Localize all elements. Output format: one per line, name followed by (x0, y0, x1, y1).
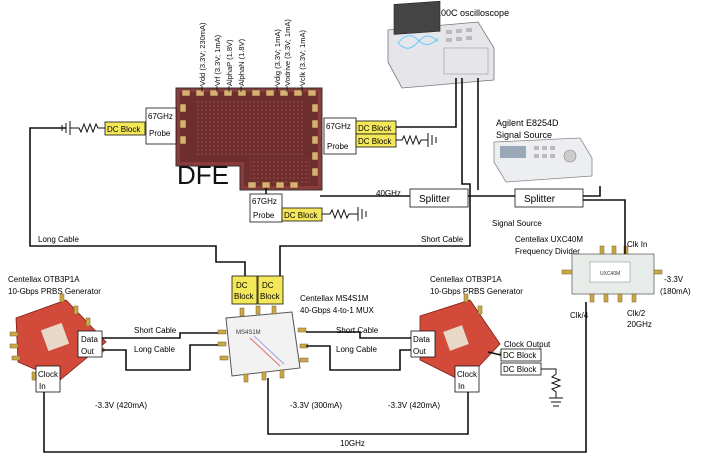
prbs-right-board (411, 293, 509, 391)
pin-label-vrf: Vrf (3.3V; 1mA) (213, 34, 222, 86)
freq-40ghz: 40GHz (376, 189, 401, 198)
probe-right (323, 117, 357, 155)
prbs-left-supply: -3.3V (420mA) (95, 401, 147, 410)
svg-text:Data: Data (81, 335, 98, 344)
svg-text:In: In (458, 382, 465, 391)
svg-text:DC Block: DC Block (358, 137, 392, 146)
svg-text:Splitter: Splitter (419, 194, 451, 205)
svg-text:DC Block: DC Block (503, 365, 537, 374)
splitter-left (409, 188, 469, 208)
probe-left (145, 107, 177, 145)
signal-source-label: Signal Source (492, 219, 542, 228)
pin-label-vdd: Vdd (3.3V; 230mA) (198, 22, 207, 86)
svg-text:Splitter: Splitter (524, 194, 556, 205)
pin-label-vdig: Vdig (3.3V; 1mA) (273, 29, 282, 86)
prbs-right-clock-in (454, 365, 480, 393)
pin-label-vodrive: Vodrive (3.3V; 1mA) (283, 19, 292, 86)
clk2-label: Clk/2 (627, 309, 646, 318)
oscilloscope-image (387, 0, 495, 89)
mux-dc-block-left (231, 275, 258, 305)
pin-label-vclk: Vclk (3.3V; 1mA) (298, 30, 307, 86)
mux-dc-block-right (257, 275, 284, 305)
svg-text:DC Block: DC Block (503, 351, 537, 360)
prbs-left-data-out (77, 330, 103, 358)
mux-board: MS4S1M (217, 305, 309, 383)
splitter-right (514, 188, 584, 208)
svg-text:DC Block: DC Block (284, 211, 318, 220)
prbs-right-data-out (410, 330, 436, 358)
pin-label-alphan: AlphaN (1.8V) (237, 38, 246, 86)
svg-text:Probe: Probe (327, 142, 349, 151)
svg-text:DC Block: DC Block (358, 124, 392, 133)
divider-title-2: Frequency Divider (515, 247, 580, 256)
divider-title-1: Centellax UXC40M (515, 235, 583, 244)
cables (29, 78, 626, 453)
short-cable-right-label: Short Cable (336, 326, 379, 335)
prbs-left-title-1: Centellax OTB3P1A (8, 275, 80, 284)
termination-left-icon (61, 121, 105, 135)
signal-source-title-1: Agilent E8254D (496, 118, 559, 128)
probe-left-label-1: 67GHz (148, 112, 173, 121)
divider-supply-2: (180mA) (660, 287, 691, 296)
clock-output-label: Clock Output (504, 340, 551, 349)
svg-text:67GHz: 67GHz (326, 122, 351, 131)
mux-supply: -3.3V (300mA) (290, 401, 342, 410)
signal-source-image (493, 137, 593, 183)
freq-20ghz: 20GHz (627, 320, 652, 329)
svg-text:Data: Data (413, 335, 430, 344)
clk-in-label: Clk In (627, 240, 647, 249)
dfe-label: DFE (177, 160, 229, 190)
long-cable-left-label: Long Cable (134, 345, 175, 354)
svg-text:DC: DC (262, 281, 274, 290)
dc-block-left-label: DC Block (107, 125, 141, 134)
dfe-pin-labels: Vdd (3.3V; 230mA) Vrf (3.3V; 1mA) AlphaP… (198, 19, 307, 86)
svg-text:Out: Out (81, 347, 95, 356)
prbs-right-supply: -3.3V (420mA) (388, 401, 440, 410)
svg-text:MS4S1M: MS4S1M (236, 330, 261, 336)
long-cable-right-label: Long Cable (336, 345, 377, 354)
signal-source-title-2: Signal Source (496, 130, 552, 140)
svg-text:Block: Block (234, 292, 255, 301)
prbs-left-title-2: 10-Gbps PRBS Generator (8, 287, 101, 296)
svg-text:DC: DC (236, 281, 248, 290)
frequency-divider-board: UXC40M (561, 245, 663, 303)
oscilloscope-title: Agilent 86100C oscilloscope (396, 8, 509, 18)
termination-bottom-icon (322, 207, 367, 221)
freq-10ghz: 10GHz (340, 439, 365, 448)
mux-title-2: 40-Gbps 4-to-1 MUX (300, 306, 374, 315)
short-cable-label: Short Cable (421, 235, 464, 244)
termination-clock-icon (541, 368, 563, 407)
svg-text:Clock: Clock (457, 370, 478, 379)
divider-supply-1: -3.3V (664, 275, 684, 284)
long-cable-label: Long Cable (38, 235, 79, 244)
prbs-right-title-1: Centellax OTB3P1A (430, 275, 502, 284)
prbs-left-clock-in (35, 365, 61, 393)
clk4-label: Clk/4 (570, 311, 589, 320)
svg-text:Block: Block (260, 292, 281, 301)
svg-text:Clock: Clock (38, 370, 59, 379)
svg-text:UXC40M: UXC40M (600, 271, 620, 277)
prbs-right-title-2: 10-Gbps PRBS Generator (430, 287, 523, 296)
dfe-chip: DFE (175, 87, 323, 191)
svg-text:67GHz: 67GHz (252, 197, 277, 206)
short-cable-left-label: Short Cable (134, 326, 177, 335)
pin-label-alphap: AlphaP (1.8V) (225, 39, 234, 86)
mux-title-1: Centellax MS4S1M (300, 294, 369, 303)
svg-text:Probe: Probe (253, 211, 275, 220)
probe-left-label-2: Probe (149, 129, 171, 138)
svg-text:In: In (39, 382, 46, 391)
svg-text:Out: Out (413, 347, 427, 356)
termination-right-icon (396, 133, 437, 147)
